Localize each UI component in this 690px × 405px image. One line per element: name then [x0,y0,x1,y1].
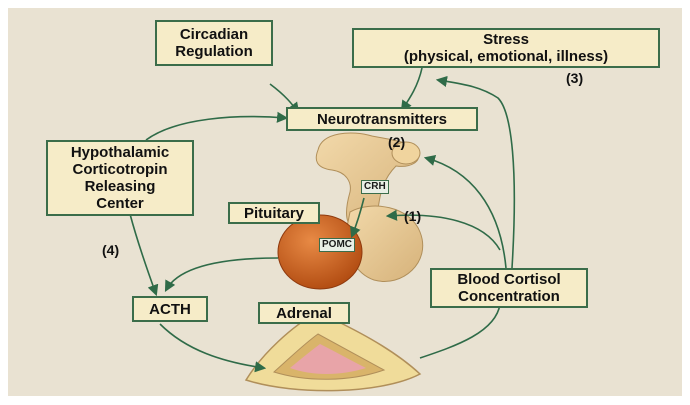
pathway-number-4: (4) [102,242,119,258]
circadian-line-1: Circadian [180,26,248,43]
pathway-number-2: (2) [388,134,405,150]
pituitary-box: Pituitary [228,202,320,224]
hypothalamic-line-4: Center [96,195,144,212]
circadian-regulation-box: Circadian Regulation [155,20,273,66]
crh-tag: CRH [361,180,389,194]
pomc-tag: POMC [319,238,355,252]
stress-line-1: Stress [483,31,529,48]
blood-cortisol-box: Blood Cortisol Concentration [430,268,588,308]
neurotransmitters-box: Neurotransmitters [286,107,478,131]
hypothalamic-line-2: Corticotropin [73,161,168,178]
acth-label: ACTH [149,301,191,318]
acth-box: ACTH [132,296,208,322]
adrenal-box: Adrenal [258,302,350,324]
pathway-number-3: (3) [566,70,583,86]
pathway-number-1: (1) [404,208,421,224]
hypothalamic-line-1: Hypothalamic [71,144,169,161]
circadian-line-2: Regulation [175,43,253,60]
stress-line-2: (physical, emotional, illness) [404,48,608,65]
hypothalamic-center-box: Hypothalamic Corticotropin Releasing Cen… [46,140,194,216]
hypothalamic-line-3: Releasing [85,178,156,195]
adrenal-label: Adrenal [276,305,332,322]
stress-box: Stress (physical, emotional, illness) [352,28,660,68]
blood-cortisol-line-2: Concentration [458,288,560,305]
pituitary-label: Pituitary [244,205,304,222]
neurotransmitters-label: Neurotransmitters [317,111,447,128]
blood-cortisol-line-1: Blood Cortisol [457,271,560,288]
